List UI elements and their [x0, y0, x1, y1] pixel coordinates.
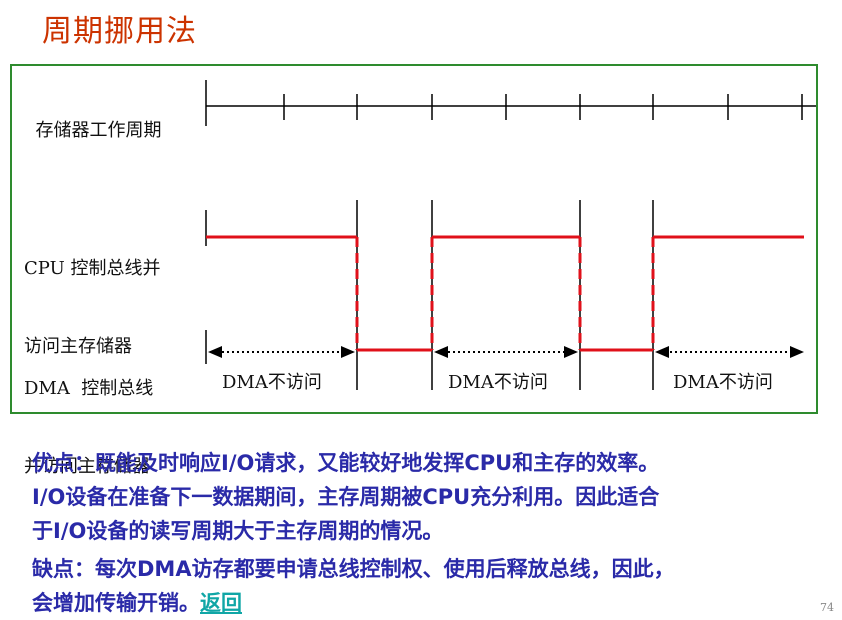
cpu-label-line1: CPU 控制总线并 — [24, 258, 161, 279]
explanation-text: 优点：既能及时响应I/O请求，又能较好地发挥CPU和主存的效率。 I/O设备在准… — [32, 446, 822, 620]
memory-cycle-label: 存储器工作周期 — [35, 120, 162, 141]
cycle-boundaries — [356, 200, 654, 390]
dma-idle-label-2: DMA不访问 — [448, 372, 548, 393]
advantages-line-1: 优点：既能及时响应I/O请求，又能较好地发挥CPU和主存的效率。 — [32, 451, 660, 475]
arrow-heads — [208, 346, 804, 358]
advantages-line-3: 于I/O设备的读写周期大于主存周期的情况。 — [32, 519, 444, 543]
diagram-frame — [10, 64, 818, 414]
memory-cycle-timeline — [205, 80, 816, 126]
dma-label-line2: 并访问主存储器 — [24, 456, 150, 477]
dma-idle-label-1: DMA不访问 — [222, 372, 322, 393]
cpu-label-line2: 访问主存储器 — [24, 336, 132, 357]
disadvantages-line-2-text: 会增加传输开销。 — [32, 591, 200, 615]
disadvantages-line-1: 缺点：每次DMA访存都要申请总线控制权、使用后释放总线，因此， — [32, 557, 675, 581]
dma-label-line1: DMA 控制总线 — [24, 378, 154, 399]
slide-title: 周期挪用法 — [42, 14, 197, 49]
dma-idle-label-3: DMA不访问 — [673, 372, 773, 393]
dma-control-label: DMA 控制总线 并访问主存储器 — [24, 324, 153, 506]
advantages-line-2: I/O设备在准备下一数据期间，主存周期被CPU充分利用。因此适合 — [32, 485, 660, 509]
disadvantages-line-2: 会增加传输开销。返回 — [32, 586, 822, 620]
page-number: 74 — [820, 601, 834, 614]
return-link[interactable]: 返回 — [200, 591, 242, 615]
cpu-control-label: CPU 控制总线并 访问主存储器 — [24, 204, 160, 386]
bus-signal-waveform — [206, 235, 804, 352]
